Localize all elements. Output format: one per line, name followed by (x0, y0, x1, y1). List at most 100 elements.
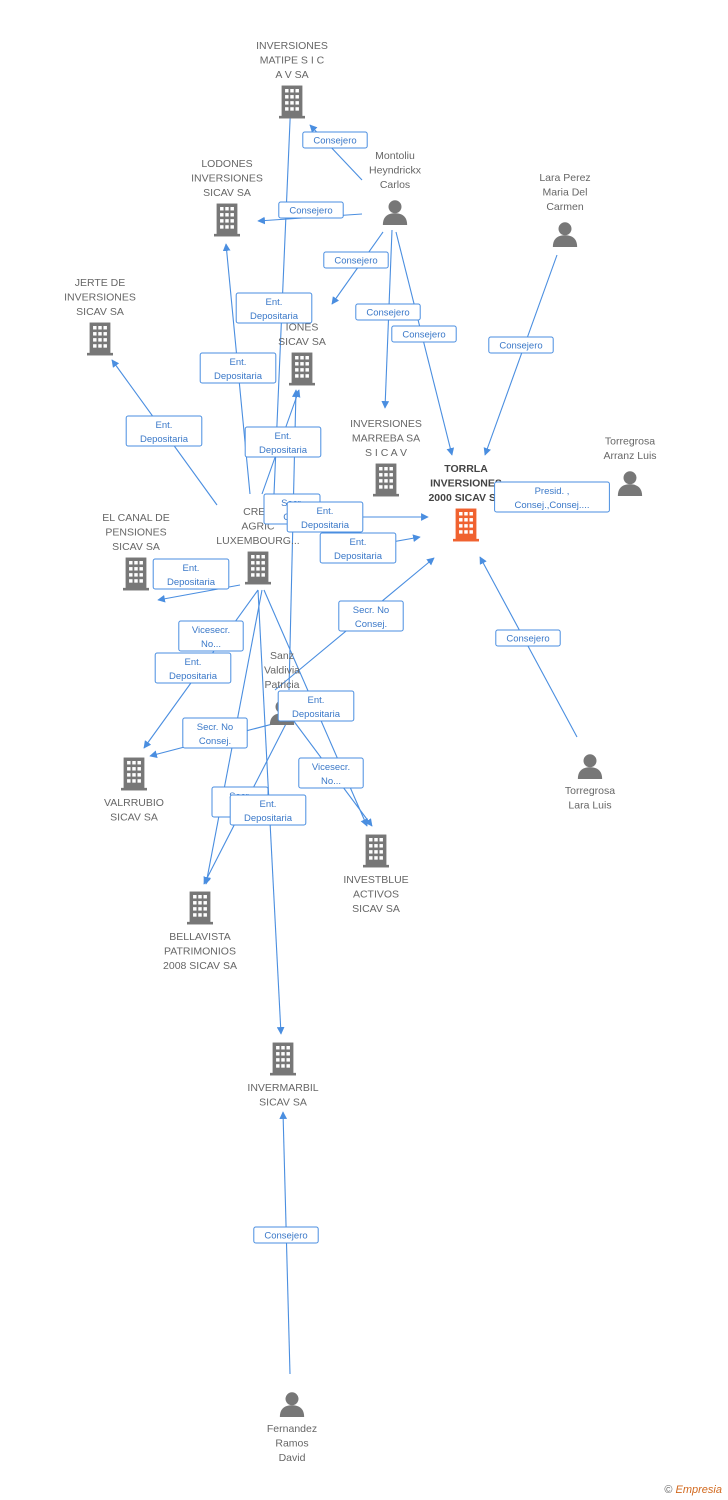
relation-label-box (154, 652, 232, 684)
relation-label-text: Presid. , (535, 486, 570, 497)
copyright-symbol: © (664, 1484, 673, 1496)
relation-label-box (338, 600, 404, 632)
node-label-line: INVERSIONES (430, 478, 502, 490)
company-node-invermarbil[interactable]: INVERMARBIL SICAV SA (247, 1042, 319, 1109)
relation-label-t15[interactable]: Ent.Depositaria (152, 558, 230, 590)
relation-label-t24[interactable]: Ent.Depositaria (229, 794, 307, 826)
person-icon (617, 471, 643, 496)
building-icon (87, 322, 113, 356)
node-label-line: MARREBA SA (352, 433, 420, 445)
node-label-line: MATIPE S I C (260, 55, 325, 67)
relation-label-t20[interactable]: Ent.Depositaria (277, 690, 355, 722)
relation-label-box (235, 292, 313, 324)
relation-label-t2[interactable]: Consejero (278, 201, 344, 219)
relation-label-t1[interactable]: Consejero (302, 131, 368, 149)
node-label-line: Torregrosa (605, 436, 655, 448)
person-icon (552, 222, 578, 247)
node-label-line: SICAV SA (259, 1097, 307, 1109)
relation-label-t11[interactable]: Presid. ,Consej.,Consej.... (494, 481, 610, 513)
node-label-line: SICAV SA (112, 541, 160, 553)
relation-label-text: Ent. (275, 431, 292, 442)
relation-label-t9[interactable]: Ent.Depositaria (125, 415, 203, 447)
relation-label-t25[interactable]: Consejero (253, 1226, 319, 1244)
relation-label-text: Vicesecr. (312, 762, 350, 773)
relation-label-t8[interactable]: Ent.Depositaria (199, 352, 277, 384)
relation-label-t13[interactable]: Ent.Depositaria (286, 501, 364, 533)
node-label-line: Patricia (264, 679, 299, 691)
relation-label-box (253, 1226, 319, 1244)
relation-label-text: No... (321, 776, 341, 787)
relation-label-text: Consejero (264, 1231, 307, 1242)
relation-label-t4[interactable]: Consejero (355, 303, 421, 321)
relation-label-text: Ent. (308, 695, 325, 706)
node-label-line: INVERMARBIL (247, 1082, 318, 1094)
relation-label-t3[interactable]: Consejero (323, 251, 389, 269)
relation-label-text: Depositaria (259, 445, 308, 456)
node-label-line: 2008 SICAV SA (163, 960, 237, 972)
node-label-line: INVERSIONES (64, 292, 136, 304)
relation-label-text: Consejero (506, 634, 549, 645)
node-label-line: S I C A V (365, 447, 407, 459)
person-icon (279, 1392, 305, 1417)
node-label-line: Maria Del (543, 187, 588, 199)
node-label-line: PENSIONES (105, 527, 166, 539)
relation-label-t18[interactable]: Vicesecr.No... (178, 620, 244, 652)
building-icon (123, 557, 149, 591)
relation-label-box (319, 532, 397, 564)
relation-label-t19[interactable]: Ent.Depositaria (154, 652, 232, 684)
node-label-line: INVERSIONES (256, 40, 328, 52)
relation-label-box (488, 336, 554, 354)
node-label-line: SICAV SA (203, 187, 251, 199)
relationship-edge (483, 254, 558, 456)
relation-label-t6[interactable]: Consejero (488, 336, 554, 354)
node-label-line: IONES (286, 322, 319, 334)
relation-label-t22[interactable]: Vicesecr. No... (298, 757, 364, 789)
relation-label-text: No... (201, 639, 221, 650)
relation-label-text: Consejero (313, 136, 356, 147)
relation-label-t14[interactable]: Ent.Depositaria (319, 532, 397, 564)
relation-label-text: Consejero (366, 308, 409, 319)
building-icon (453, 508, 479, 542)
building-icon (121, 757, 147, 791)
relation-label-t5[interactable]: Consejero (391, 325, 457, 343)
relation-label-text: Consej. (199, 736, 231, 747)
relation-label-text: Secr. No (353, 605, 389, 616)
relation-label-t10[interactable]: Ent. Depositaria (244, 426, 322, 458)
relation-label-box (495, 629, 561, 647)
node-label-line: INVERSIONES (191, 173, 263, 185)
node-label-line: Fernandez (267, 1423, 317, 1435)
relation-label-text: Depositaria (140, 434, 189, 445)
node-label-line: Montoliu (375, 150, 415, 162)
relation-label-box (199, 352, 277, 384)
node-label-line: SICAV SA (352, 903, 400, 915)
brand-logo[interactable]: Empresia (675, 1484, 722, 1496)
relation-label-text: Depositaria (301, 520, 350, 531)
relation-label-t17[interactable]: Consejero (495, 629, 561, 647)
node-label-line: Arranz Luis (603, 450, 656, 462)
relation-label-text: Consejero (402, 330, 445, 341)
relation-label-box (278, 201, 344, 219)
node-label-line: TORRLA (444, 463, 488, 475)
person-icon (382, 200, 408, 225)
building-icon (289, 352, 315, 386)
relation-label-t7[interactable]: Ent.Depositaria (235, 292, 313, 324)
copyright-footer: © Empresia (664, 1484, 722, 1496)
